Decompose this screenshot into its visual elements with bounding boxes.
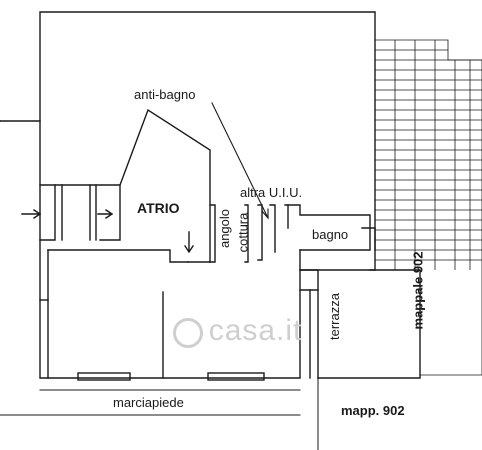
watermark-logo-icon [173,318,203,348]
label-cottura: cottura [235,212,251,253]
leader-line [211,102,269,219]
window [207,372,265,381]
label-altra-uiu: altra U.I.U. [240,185,303,200]
atrio-wall [119,108,211,263]
label-anti-bagno: anti-bagno [134,87,196,102]
neighbour-hatch [374,39,482,376]
bathroom-walls [284,204,371,251]
label-atrio: ATRIO [137,200,180,216]
kitchen-walls [209,204,216,263]
label-mappale-902: mappale 902 [410,251,426,330]
interior-wall [47,249,189,263]
label-terrazza: terrazza [326,293,342,340]
terrace-walls [299,269,319,379]
label-mapp-902: mapp. 902 [341,403,405,418]
label-angolo: angolo [217,208,233,249]
label-marciapiede: marciapiede [113,395,184,410]
watermark: casa.it [208,314,303,347]
entrance-arrow [21,209,42,219]
entrance-walls [39,184,56,241]
label-bagno: bagno [312,227,349,242]
window [77,372,131,381]
